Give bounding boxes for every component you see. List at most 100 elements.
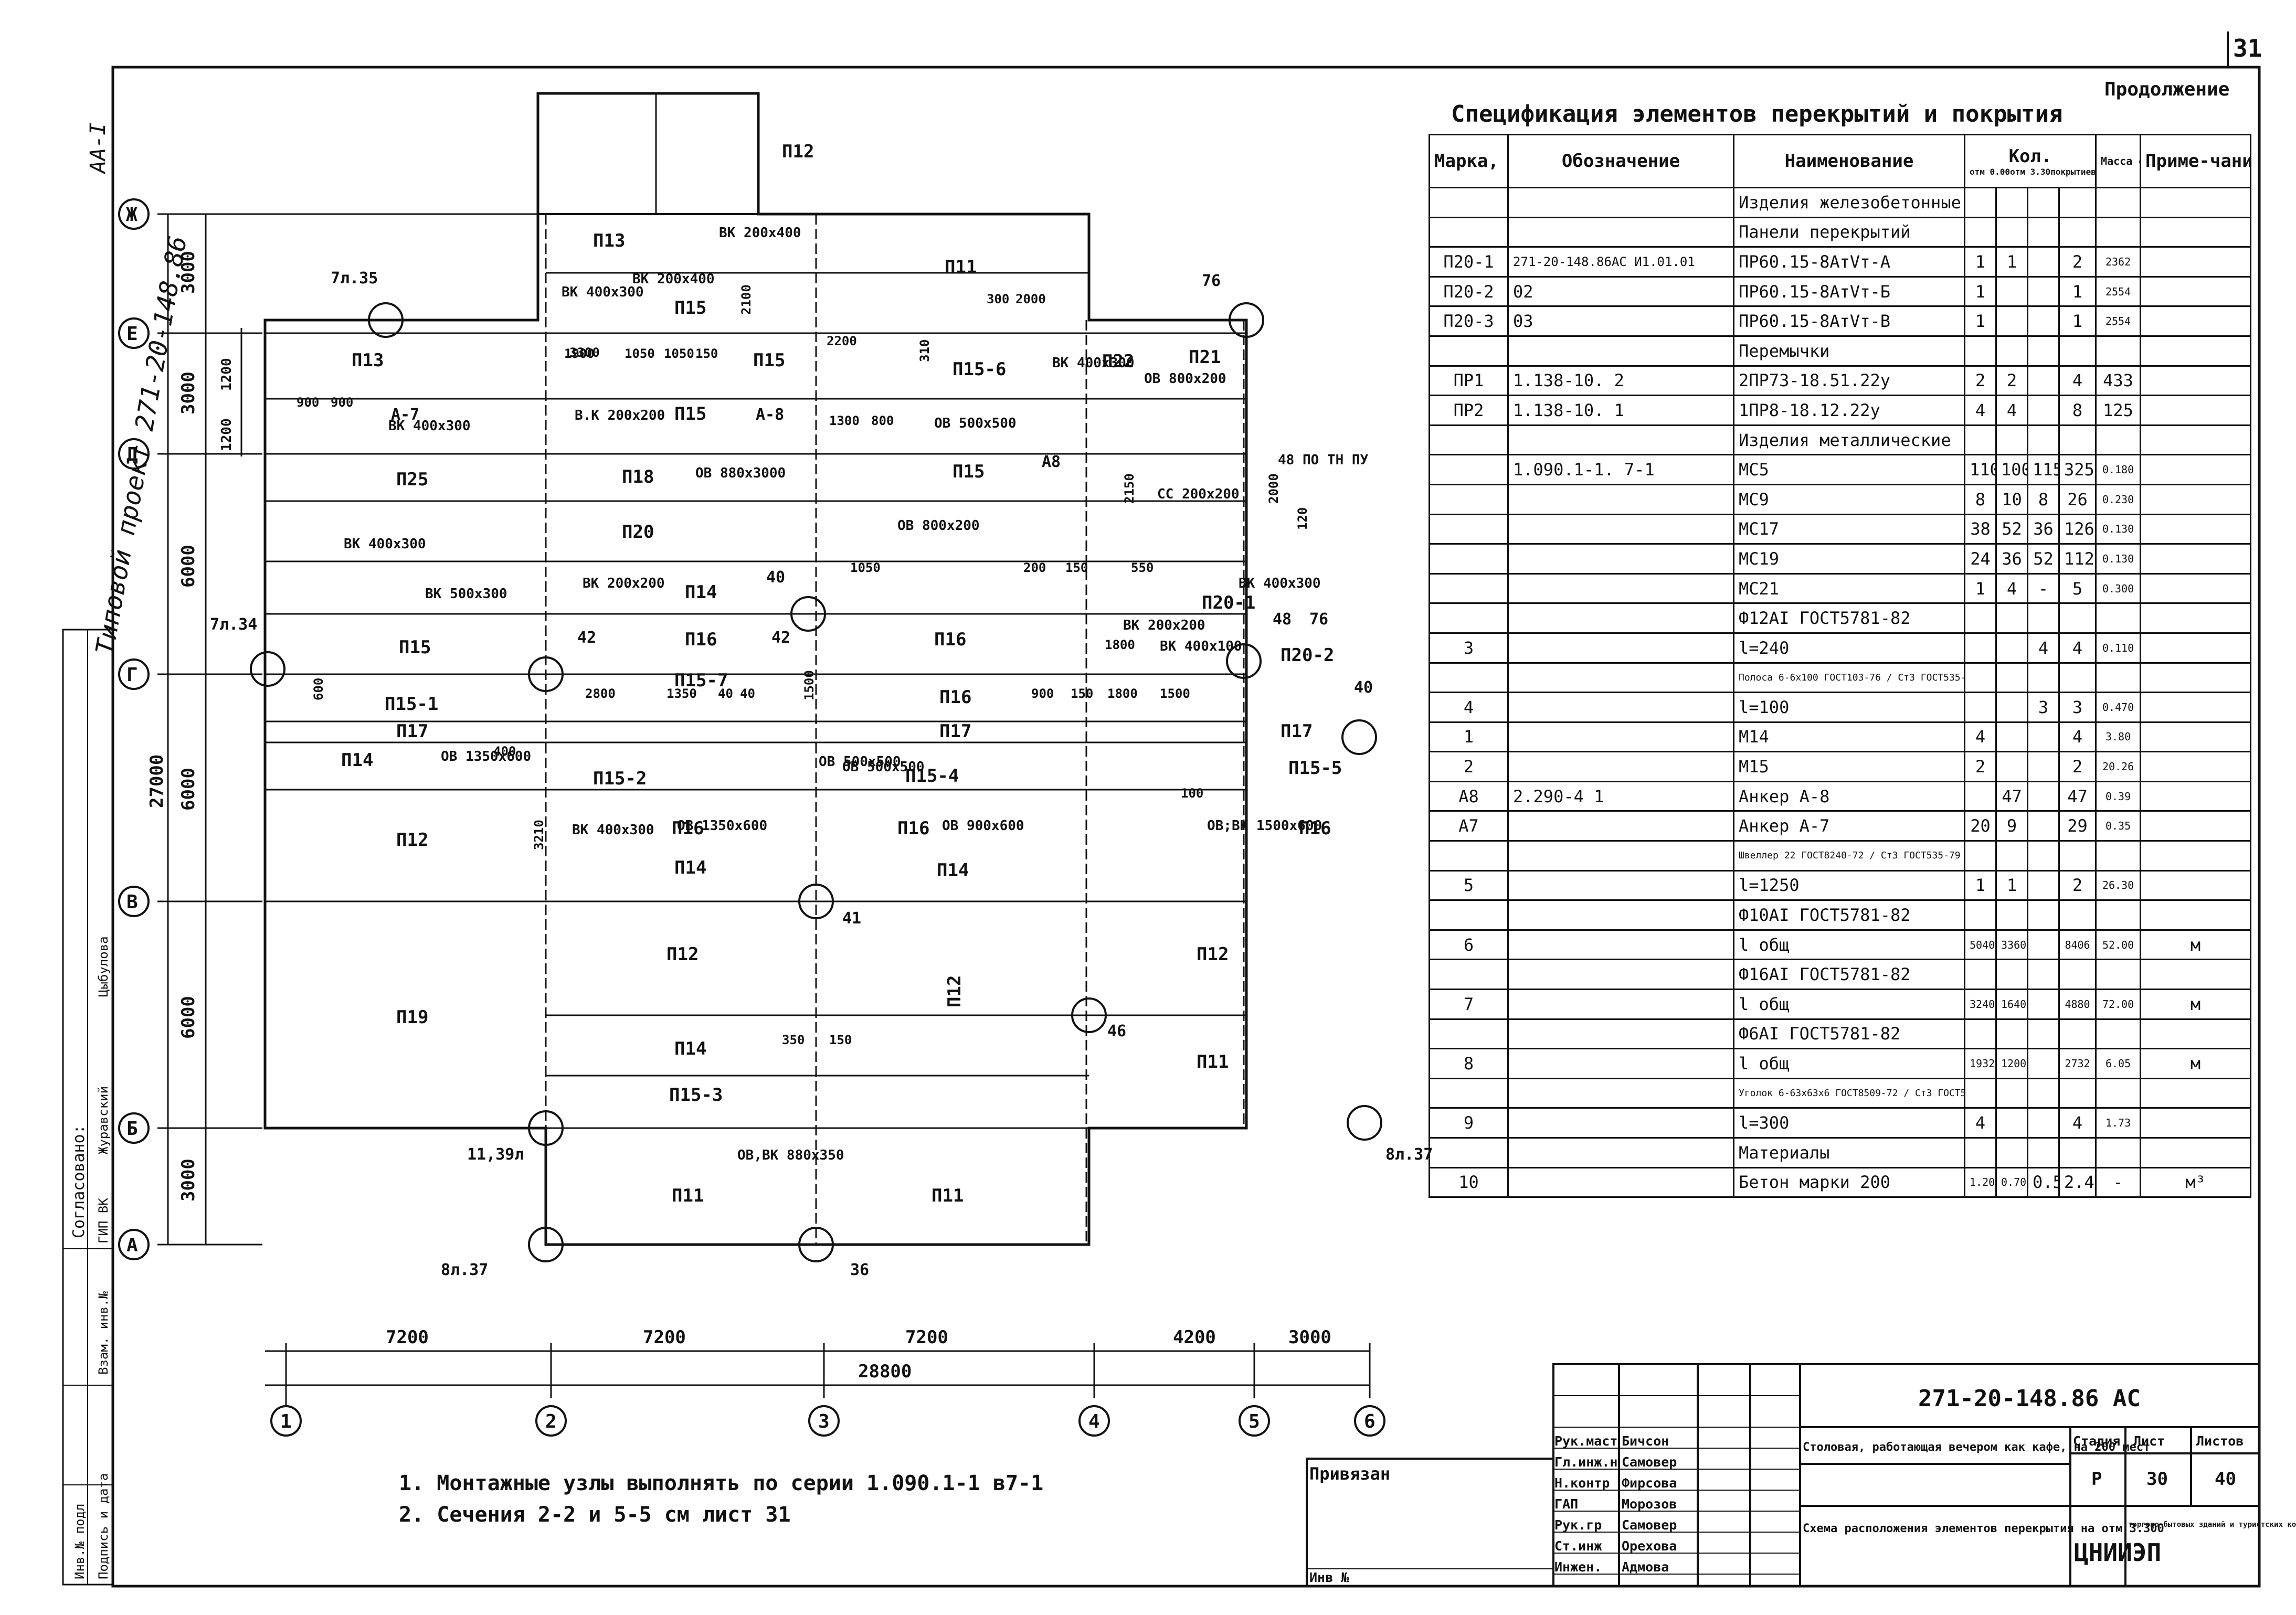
hdr-mass: Масса ед., кг (2095, 134, 2142, 188)
panel: П13 (593, 230, 625, 251)
callout: 11,39л (467, 1145, 524, 1164)
callout: 7л.34 (210, 615, 257, 634)
opening: 48 ПО ТН ПУ (1278, 452, 1369, 468)
spec-cell-des (1507, 1166, 1734, 1198)
spec-cell-des (1507, 187, 1734, 218)
spec-cell-note (2140, 751, 2252, 782)
spec-cell-note (2140, 1077, 2252, 1109)
spec-cell-des: 1.090.1-1. 7-1 (1507, 454, 1734, 485)
spec-cell-des (1507, 1107, 1734, 1139)
panel: П15-6 (953, 359, 1006, 380)
grid-columns (545, 214, 1245, 1245)
hdr-qty-sub: покрытие (2050, 166, 2091, 177)
spec-cell-des (1507, 899, 1734, 931)
org-sub: торгово-бытовых зданий и туристских комп… (2128, 1521, 2296, 1529)
panel: П22 (1102, 351, 1134, 372)
spec-cell-q3 (2027, 424, 2060, 456)
panel: П20-2 (1281, 645, 1334, 666)
spec-cell-name: МС19 (1733, 543, 1965, 575)
spec-row: Изделия металлические (1429, 424, 2252, 456)
axis-v: В (126, 891, 138, 913)
plan-dim: 1350 (666, 686, 697, 701)
panel: П11 (945, 257, 977, 278)
spec-cell-des (1507, 424, 1734, 456)
spec-cell-mark (1429, 662, 1509, 694)
spec-cell-name: Ф12АI ГОСТ5781-82 (1733, 602, 1965, 634)
spec-cell-des (1507, 989, 1734, 1020)
spec-cell-q1: 1932 (1964, 1048, 1997, 1079)
panel: П15-3 (669, 1085, 723, 1106)
spec-cell-note (2140, 721, 2252, 753)
name: Самовер (1622, 1454, 1677, 1470)
spec-cell-q3 (2027, 810, 2060, 842)
spec-cell-name: Панели перекрытий (1733, 216, 1965, 248)
spec-row: Материалы (1429, 1137, 2252, 1168)
plan-dim: 120 (1295, 507, 1310, 530)
horizontal-dim-lines (265, 1343, 1371, 1406)
spec-cell-note (2140, 869, 2252, 901)
spec-cell-note (2140, 810, 2252, 842)
spec-cell-mark (1429, 1137, 1509, 1168)
spec-cell-q3 (2027, 395, 2060, 426)
panel: П15-4 (905, 766, 959, 787)
spec-cell-note (2140, 424, 2252, 456)
spec-cell-note (2140, 483, 2252, 515)
spec-cell-q1 (1964, 187, 1997, 218)
spec-cell-des (1507, 751, 1734, 782)
hdr-mark: Марка, поз. (1429, 134, 1509, 188)
spec-cell-name: Перемычки (1733, 335, 1965, 367)
spec-row: Изделия железобетонные (1429, 187, 2252, 218)
panel: П19 (396, 1007, 428, 1028)
opening: ВК 400х300 (344, 536, 426, 552)
spec-cell-name: М14 (1733, 721, 1965, 753)
spec-cell-q3 (2027, 1077, 2060, 1109)
vdim-small-2: 1200 (219, 418, 235, 451)
plan-dim: 900 (1031, 686, 1054, 701)
spec-cell-q3 (2027, 840, 2060, 872)
spec-cell-mark: 2 (1429, 751, 1509, 782)
panel: П16 (939, 687, 971, 708)
spec-cell-mark (1429, 959, 1509, 991)
plan-dim: 2000 (1015, 292, 1046, 306)
spec-cell-des (1507, 572, 1734, 604)
spec-cell-name: М15 (1733, 751, 1965, 782)
spec-cell-q2 (1995, 1137, 2028, 1168)
spec-cell-qt: 2 (2058, 751, 2097, 782)
spec-cell-q1 (1964, 216, 1997, 248)
name: Орехова (1622, 1538, 1677, 1554)
panel: П14 (674, 1038, 706, 1059)
spec-cell-q2: 0.70 (1995, 1166, 2028, 1198)
spec-cell-mass (2095, 662, 2142, 694)
panel: П15 (674, 403, 706, 424)
note-2: 2. Сечения 2-2 и 5-5 см лист 31 (399, 1503, 791, 1527)
spec-cell-qt: 325 (2058, 454, 2097, 485)
plan-dim: 800 (871, 413, 894, 428)
spec-cell-name: Анкер А-8 (1733, 780, 1965, 812)
spec-cell-name: Материалы (1733, 1137, 1965, 1168)
spec-cell-q3 (2027, 929, 2060, 961)
spec-cell-q3 (2027, 1107, 2060, 1139)
spec-cell-mark (1429, 1018, 1509, 1050)
spec-cell-mass: - (2095, 1166, 2142, 1198)
vdim-small-1: 1200 (219, 358, 235, 391)
panel: П17 (939, 721, 971, 742)
spec-cell-mass: 0.470 (2095, 692, 2142, 723)
spec-cell-q3 (2027, 1137, 2060, 1168)
spec-cell-name: l=100 (1733, 692, 1965, 723)
spec-cell-mass (2095, 1018, 2142, 1050)
role: Гл.инж.н (1554, 1454, 1617, 1470)
spec-cell-q1: 110 (1964, 454, 1997, 485)
plan-dim: 3300 (569, 345, 600, 360)
spec-cell-note (2140, 1107, 2252, 1139)
opening: ОВ,ВК 880х350 (737, 1148, 844, 1163)
spec-row: Панели перекрытий (1429, 216, 2252, 248)
spec-cell-des (1507, 602, 1734, 634)
